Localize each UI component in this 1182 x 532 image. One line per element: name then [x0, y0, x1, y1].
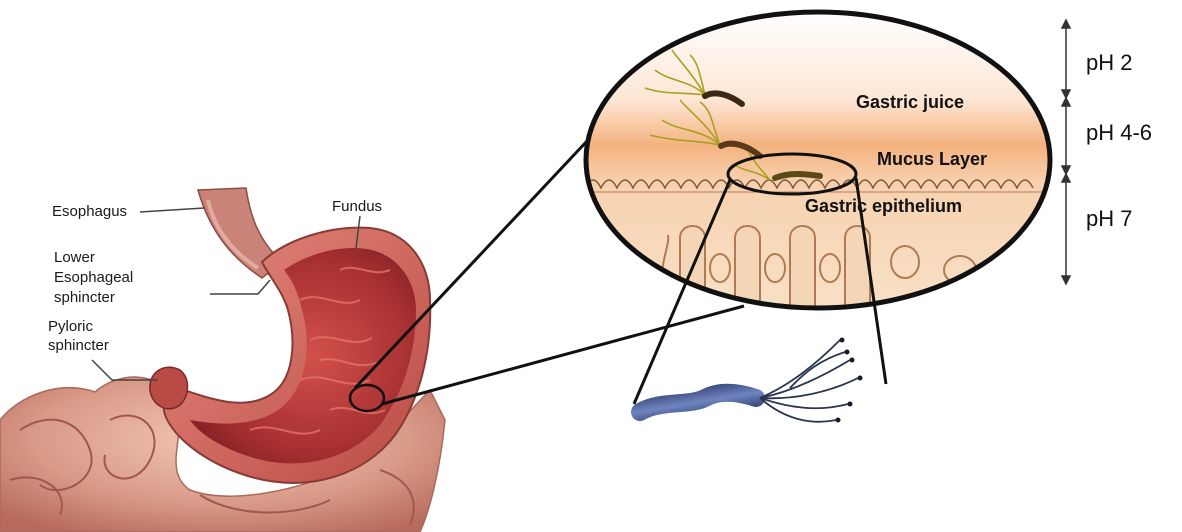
label-pyloric-line1: Pyloric: [48, 318, 94, 335]
label-mucus-layer: Mucus Layer: [877, 149, 987, 169]
h-pylori-bacterium: [640, 338, 863, 423]
label-les-line1: Lower: [54, 249, 95, 266]
ph-scale: [1062, 20, 1070, 284]
label-gastric-juice: Gastric juice: [856, 92, 964, 112]
stomach: [150, 228, 430, 483]
label-gastric-epithelium: Gastric epithelium: [805, 196, 962, 216]
label-fundus: Fundus: [332, 198, 382, 215]
ph-label-1: pH 2: [1086, 50, 1132, 75]
label-pyloric-line2: sphincter: [48, 337, 109, 354]
label-les-line2: Esophageal: [54, 269, 133, 286]
label-esophagus: Esophagus: [52, 203, 127, 220]
label-les-line3: sphincter: [54, 289, 115, 306]
ph-label-2: pH 4-6: [1086, 120, 1152, 145]
magnified-view: [580, 12, 1060, 310]
ph-label-3: pH 7: [1086, 206, 1132, 231]
